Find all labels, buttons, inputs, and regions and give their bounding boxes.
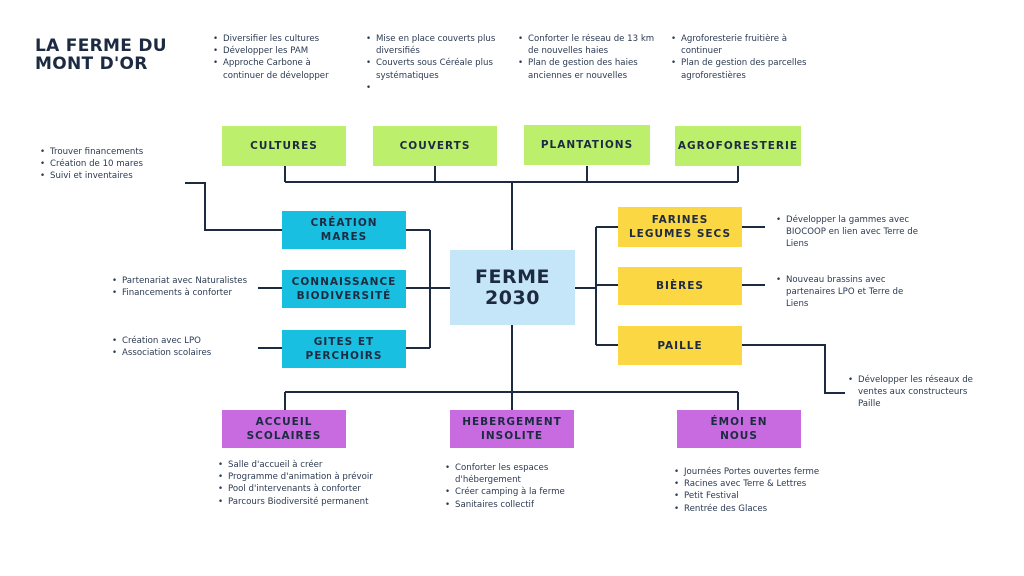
list-couverts: Mise en place couverts plus diversifiésC… bbox=[366, 33, 508, 94]
node-plantations: PLANTATIONS bbox=[524, 125, 650, 165]
list-farines: Développer la gammes avec BIOCOOP en lie… bbox=[776, 214, 926, 251]
list-paille: Développer les réseaux de ventes aux con… bbox=[848, 374, 988, 411]
list-item: Petit Festival bbox=[674, 490, 834, 502]
node-connaissance-biodiversite: CONNAISSANCE BIODIVERSITÉ bbox=[282, 270, 406, 308]
list-cultures: Diversifier les culturesDévelopper les P… bbox=[213, 33, 353, 82]
list-item: Salle d'accueil à créer bbox=[218, 459, 388, 471]
title-line-1: LA FERME DU bbox=[35, 36, 167, 56]
node-paille-label: PAILLE bbox=[657, 339, 703, 352]
list-item: Conforter les espaces d'hébergement bbox=[445, 462, 595, 486]
node-gites-perchoirs: GITES ET PERCHOIRS bbox=[282, 330, 406, 368]
node-hebergement-line1: HEBERGEMENT bbox=[462, 416, 562, 428]
list-item: Association scolaires bbox=[112, 347, 252, 359]
node-creation-mares-line1: CRÉATION bbox=[310, 217, 378, 229]
center-line2: 2030 bbox=[485, 286, 540, 309]
node-cultures: CULTURES bbox=[222, 126, 346, 166]
list-item: Financements à conforter bbox=[112, 287, 252, 299]
list-item: Pool d'intervenants à conforter bbox=[218, 483, 388, 495]
node-ferme-2030: FERME 2030 bbox=[450, 250, 575, 325]
list-item: Conforter le réseau de 13 km de nouvelle… bbox=[518, 33, 666, 57]
node-cultures-label: CULTURES bbox=[250, 140, 318, 152]
list-item: Racines avec Terre & Lettres bbox=[674, 478, 834, 490]
node-couverts-label: COUVERTS bbox=[399, 140, 471, 152]
list-item: Diversifier les cultures bbox=[213, 33, 353, 45]
node-farines-line2: LEGUMES SECS bbox=[628, 228, 732, 240]
list-bieres: Nouveau brassins avec partenaires LPO et… bbox=[776, 274, 926, 311]
list-item: Création de 10 mares bbox=[40, 158, 180, 170]
node-creation-mares-line2: MARES bbox=[320, 231, 368, 243]
node-hebergement-insolite: HEBERGEMENT INSOLITE bbox=[450, 410, 574, 448]
node-accueil-scolaires: ACCUEIL SCOLAIRES bbox=[222, 410, 346, 448]
list-item: Plan de gestion des haies anciennes er n… bbox=[518, 57, 666, 81]
list-item: Agroforesterie fruitière à continuer bbox=[671, 33, 811, 57]
page-title: LA FERME DU MONT D'OR bbox=[35, 37, 167, 73]
list-gites: Création avec LPOAssociation scolaires bbox=[112, 335, 252, 360]
list-item: Approche Carbone à continuer de développ… bbox=[213, 57, 353, 81]
list-plantations: Conforter le réseau de 13 km de nouvelle… bbox=[518, 33, 666, 82]
list-connaissance: Partenariat avec NaturalistesFinancement… bbox=[112, 275, 252, 300]
list-item: Journées Portes ouvertes ferme bbox=[674, 466, 834, 478]
list-item: Plan de gestion des parcelles agroforest… bbox=[671, 57, 811, 81]
list-item: Couverts sous Céréale plus systématiques bbox=[366, 57, 508, 81]
node-bieres-label: BIÈRES bbox=[656, 280, 704, 292]
list-item: Rentrée des Glaces bbox=[674, 503, 834, 515]
node-emoi-en-nous: ÉMOI EN NOUS bbox=[677, 410, 801, 448]
node-farines-line1: FARINES bbox=[651, 214, 709, 226]
list-item: Suivi et inventaires bbox=[40, 170, 180, 182]
list-agroforesterie: Agroforesterie fruitière à continuerPlan… bbox=[671, 33, 811, 82]
node-paille: PAILLE bbox=[618, 326, 742, 365]
list-item: Développer les réseaux de ventes aux con… bbox=[848, 374, 988, 411]
list-accueil: Salle d'accueil à créerProgramme d'anima… bbox=[218, 459, 388, 508]
list-item: Trouver financements bbox=[40, 146, 180, 158]
list-item: Mise en place couverts plus diversifiés bbox=[366, 33, 508, 57]
list-item: Programme d'animation à prévoir bbox=[218, 471, 388, 483]
node-plantations-label: PLANTATIONS bbox=[540, 139, 634, 151]
list-item: Nouveau brassins avec partenaires LPO et… bbox=[776, 274, 926, 311]
node-agroforesterie-label: AGROFORESTERIE bbox=[677, 140, 799, 152]
list-item: Sanitaires collectif bbox=[445, 499, 595, 511]
node-accueil-line1: ACCUEIL bbox=[255, 416, 313, 428]
title-line-2: MONT D'OR bbox=[35, 54, 148, 74]
list-emoi: Journées Portes ouvertes fermeRacines av… bbox=[674, 466, 834, 515]
node-emoi-line1: ÉMOI EN bbox=[710, 416, 768, 428]
list-item: Parcours Biodiversité permanent bbox=[218, 496, 388, 508]
list-item: Création avec LPO bbox=[112, 335, 252, 347]
node-couverts: COUVERTS bbox=[373, 126, 497, 166]
list-mares: Trouver financementsCréation de 10 mares… bbox=[40, 146, 180, 183]
node-hebergement-line2: INSOLITE bbox=[480, 430, 544, 442]
node-accueil-line2: SCOLAIRES bbox=[246, 430, 322, 442]
list-item: Développer les PAM bbox=[213, 45, 353, 57]
node-agroforesterie: AGROFORESTERIE bbox=[675, 126, 801, 166]
list-item: Créer camping à la ferme bbox=[445, 486, 595, 498]
list-hebergement: Conforter les espaces d'hébergementCréer… bbox=[445, 462, 595, 511]
center-line1: FERME bbox=[475, 265, 550, 288]
node-creation-mares: CRÉATION MARES bbox=[282, 211, 406, 249]
node-farines-legumes-secs: FARINES LEGUMES SECS bbox=[618, 207, 742, 247]
list-item: Développer la gammes avec BIOCOOP en lie… bbox=[776, 214, 926, 251]
node-emoi-line2: NOUS bbox=[720, 430, 758, 442]
list-item: Partenariat avec Naturalistes bbox=[112, 275, 252, 287]
node-gites-line1: GITES ET bbox=[313, 336, 375, 348]
node-connaissance-line2: BIODIVERSITÉ bbox=[296, 290, 392, 302]
node-bieres: BIÈRES bbox=[618, 267, 742, 305]
node-connaissance-line1: CONNAISSANCE bbox=[291, 276, 397, 288]
node-gites-line2: PERCHOIRS bbox=[305, 350, 383, 362]
